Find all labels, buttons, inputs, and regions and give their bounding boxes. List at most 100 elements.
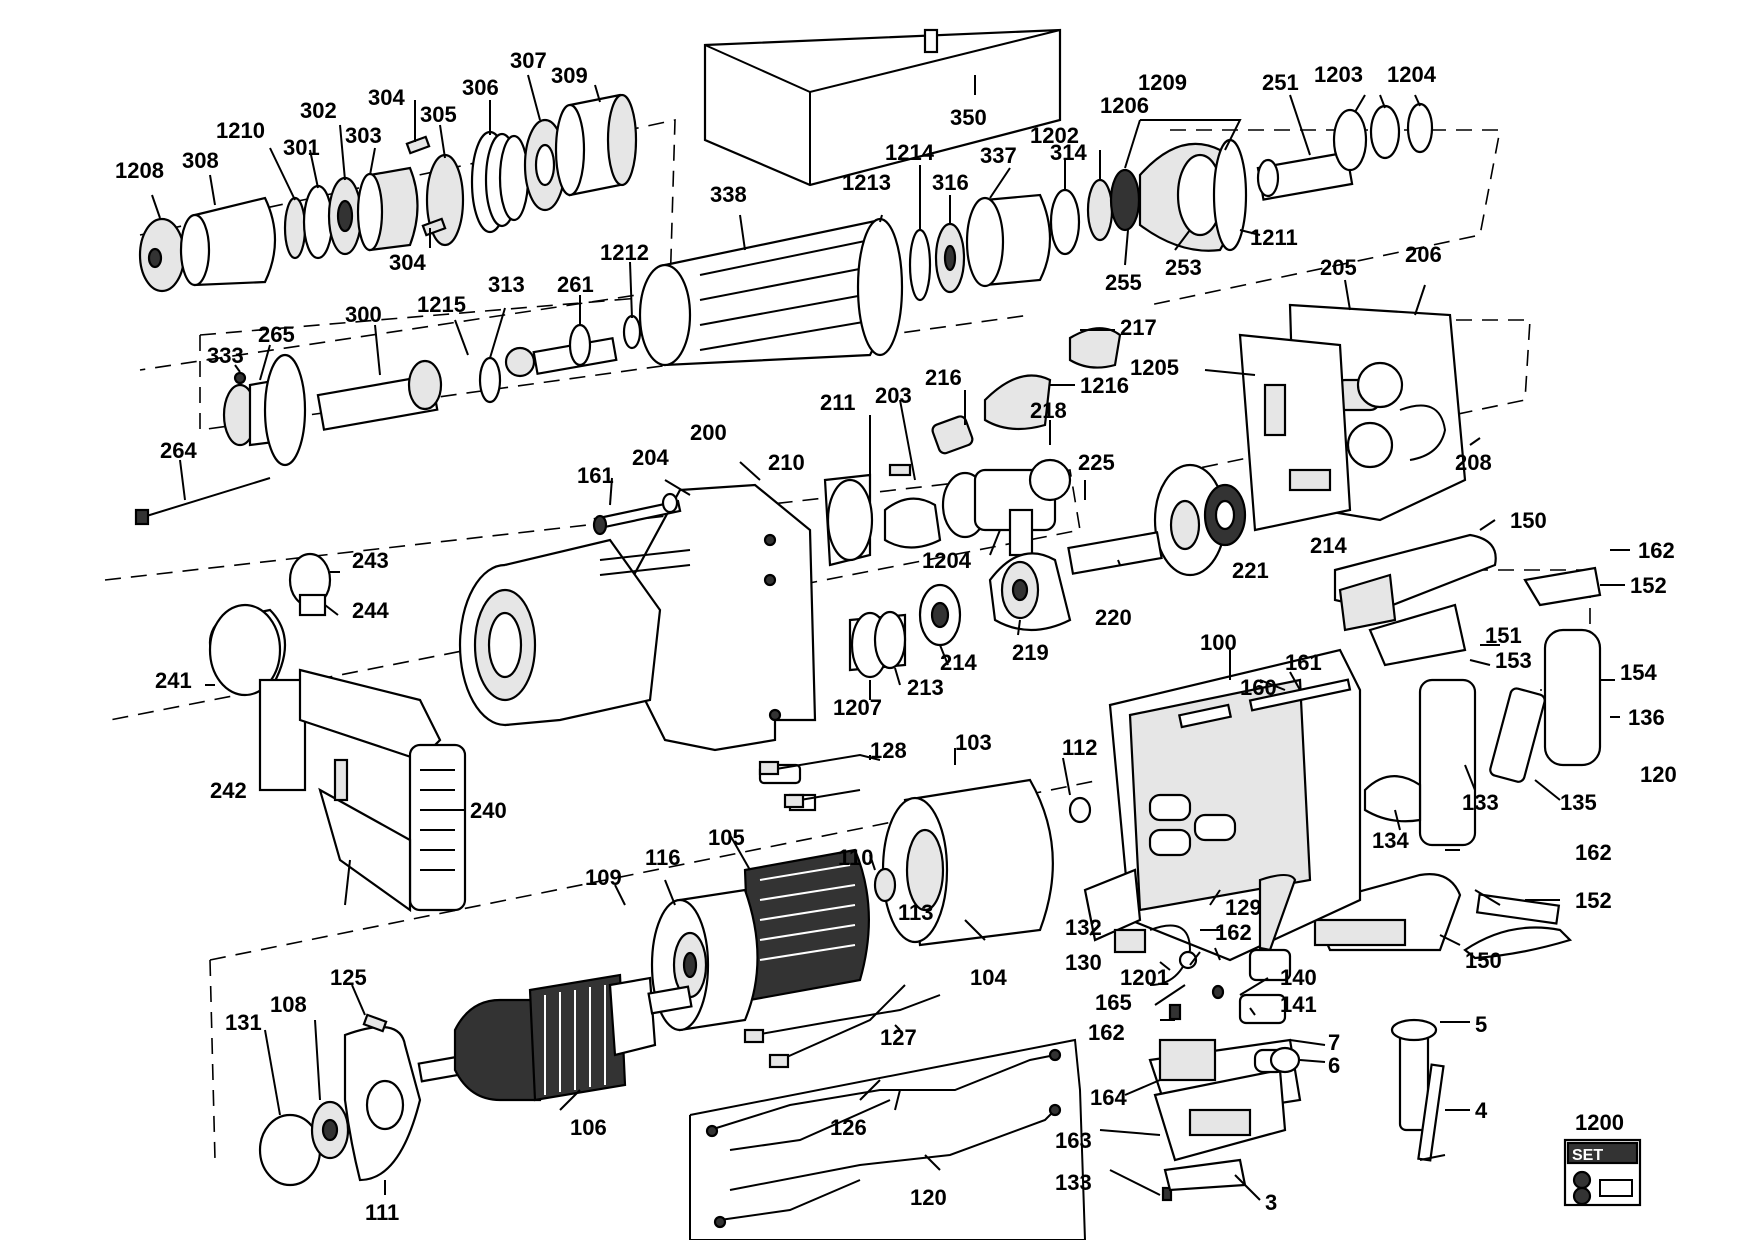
part-label: 153 <box>1495 648 1532 673</box>
part-label: 242 <box>210 778 247 803</box>
part-label: 165 <box>1095 990 1132 1015</box>
part-label: 1202 <box>1030 123 1079 148</box>
part-label: 105 <box>708 825 745 850</box>
part-label: 205 <box>1320 255 1357 280</box>
part-label: 333 <box>207 343 244 368</box>
part-label: 217 <box>1120 315 1157 340</box>
part-label: 314 <box>1050 140 1087 165</box>
part-label: 302 <box>300 98 337 123</box>
rear-bearing-parts <box>258 1013 422 1187</box>
part-label: 337 <box>980 143 1017 168</box>
part-label: 208 <box>1455 450 1492 475</box>
part-label: 3 <box>1265 1190 1277 1215</box>
part-label: 1206 <box>1100 93 1149 118</box>
part-label: 162 <box>1088 1020 1125 1045</box>
switch-parts <box>1083 868 1302 1202</box>
part-label: 116 <box>645 845 681 870</box>
part-label: 219 <box>1012 640 1049 665</box>
part-label: 309 <box>551 63 588 88</box>
part-label: 133 <box>1462 790 1499 815</box>
part-label: 264 <box>160 438 197 463</box>
part-label: 1203 <box>1314 62 1363 87</box>
part-label: 240 <box>470 798 507 823</box>
part-label: 304 <box>368 85 405 110</box>
part-label: 338 <box>710 182 747 207</box>
part-label: 1210 <box>216 118 265 143</box>
part-label: 225 <box>1078 450 1115 475</box>
part-label: 313 <box>488 272 525 297</box>
set-badge-text: SET <box>1572 1147 1603 1164</box>
part-label: 162 <box>1638 538 1675 563</box>
part-label: 7 <box>1328 1030 1340 1055</box>
part-label: 5 <box>1475 1012 1487 1037</box>
part-label: 1211 <box>1250 225 1298 250</box>
part-label: 100 <box>1200 630 1237 655</box>
part-label: 103 <box>955 730 992 755</box>
part-label: 301 <box>283 135 320 160</box>
part-label: 216 <box>925 365 962 390</box>
part-label: 214 <box>1310 533 1347 558</box>
part-label: 128 <box>870 738 907 763</box>
part-label: 141 <box>1280 992 1317 1017</box>
part-label: 307 <box>510 48 547 73</box>
part-label: 204 <box>632 445 669 470</box>
part-label: 132 <box>1065 915 1102 940</box>
leader-lines <box>151 74 1630 1201</box>
part-label: 1204 <box>922 548 972 573</box>
part-label: 221 <box>1232 558 1269 583</box>
part-label: 203 <box>875 383 912 408</box>
part-label: 214 <box>940 650 977 675</box>
part-label: 220 <box>1095 605 1132 630</box>
part-label: 113 <box>898 900 934 925</box>
part-label: 1212 <box>600 240 649 265</box>
part-label: 135 <box>1560 790 1597 815</box>
part-label: 316 <box>932 170 969 195</box>
motor-cover-part <box>1238 303 1467 532</box>
part-label: 134 <box>1372 828 1409 853</box>
field-assembly-parts <box>650 763 1092 1032</box>
part-label: 150 <box>1465 948 1502 973</box>
part-label: 244 <box>352 598 389 623</box>
part-label: 1205 <box>1130 355 1179 380</box>
part-label: 161 <box>1285 650 1322 675</box>
part-label: 1200 <box>1575 1110 1624 1135</box>
part-label: 126 <box>830 1115 867 1140</box>
gearbox-parts <box>848 327 1247 679</box>
part-label: 218 <box>1030 398 1067 423</box>
part-label: 265 <box>258 322 295 347</box>
part-label: 152 <box>1575 888 1612 913</box>
part-label: 162 <box>1215 920 1252 945</box>
bolt-part <box>592 492 682 536</box>
part-label: 151 <box>1485 623 1522 648</box>
part-label: 133 <box>1055 1170 1092 1195</box>
part-label: 154 <box>1620 660 1657 685</box>
part-label: 1209 <box>1138 70 1187 95</box>
part-labels: 1208 308 1210 301 302 303 304 305 306 30… <box>115 48 1677 1225</box>
part-label: 1207 <box>833 695 882 720</box>
spindle-parts <box>134 314 642 526</box>
part-label: 210 <box>768 450 805 475</box>
part-label: 162 <box>1575 840 1612 865</box>
part-label: 125 <box>330 965 367 990</box>
misc-parts: SET <box>1390 1018 1642 1207</box>
part-label: 111 <box>365 1200 399 1225</box>
part-label: 303 <box>345 123 382 148</box>
part-label: 160 <box>1240 675 1277 700</box>
part-label: 243 <box>352 548 389 573</box>
part-label: 108 <box>270 992 307 1017</box>
part-label: 1204 <box>1387 62 1437 87</box>
part-label: 4 <box>1475 1098 1488 1123</box>
part-label: 206 <box>1405 242 1442 267</box>
part-label: 1216 <box>1080 373 1129 398</box>
part-label: 1213 <box>842 170 891 195</box>
part-label: 213 <box>907 675 944 700</box>
part-label: 300 <box>345 302 382 327</box>
part-label: 1214 <box>885 140 935 165</box>
part-label: 211 <box>820 390 856 415</box>
part-label: 127 <box>880 1025 917 1050</box>
part-label: 304 <box>389 250 426 275</box>
motor-housing-part <box>1108 648 1362 962</box>
wiring-parts <box>689 753 1087 1241</box>
part-label: 140 <box>1280 965 1317 990</box>
